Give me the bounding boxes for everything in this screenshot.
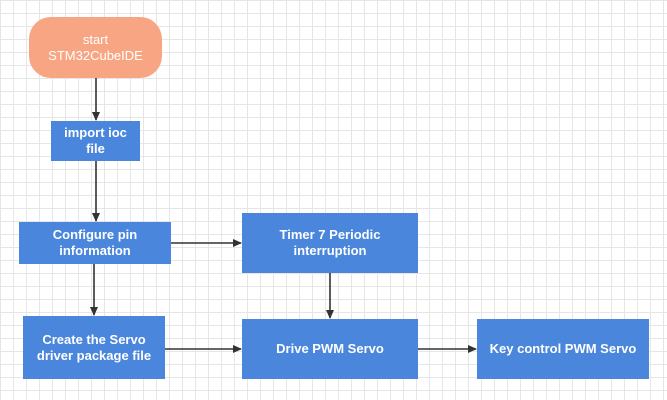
node-key-control-pwm-servo: Key control PWM Servo xyxy=(477,319,649,379)
node-label: Create the Servo driver package file xyxy=(36,331,152,363)
node-label: import ioc file xyxy=(64,125,127,156)
node-drive-pwm-servo: Drive PWM Servo xyxy=(242,319,418,379)
node-label: Key control PWM Servo xyxy=(489,341,637,356)
node-start-stm32cubeide: start STM32CubeIDE xyxy=(29,17,162,78)
node-timer-7-periodic-interruption: Timer 7 Periodic interruption xyxy=(242,213,418,273)
node-label: Timer 7 Periodic interruption xyxy=(279,227,381,258)
node-label: start STM32CubeIDE xyxy=(48,31,143,63)
node-create-servo-driver-package: Create the Servo driver package file xyxy=(23,316,165,379)
node-label: Drive PWM Servo xyxy=(276,341,384,356)
node-configure-pin-information: Configure pin information xyxy=(19,222,171,264)
node-import-ioc-file: import ioc file xyxy=(51,121,140,161)
node-label: Configure pin information xyxy=(52,227,138,258)
